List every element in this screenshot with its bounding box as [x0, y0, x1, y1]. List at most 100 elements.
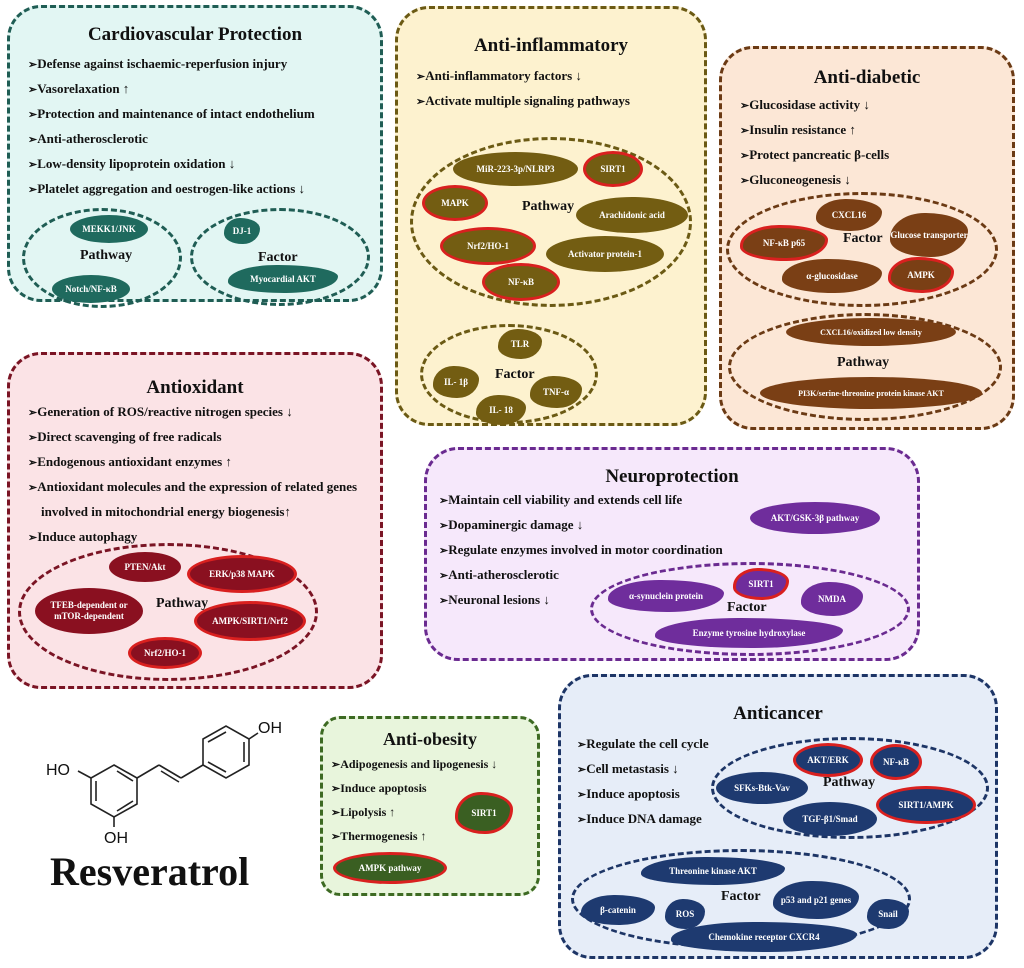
bullet-item: Antioxidant molecules and the expression…	[28, 475, 357, 500]
bullet-item: Glucosidase activity ↓	[740, 93, 889, 118]
factor-node: Myocardial AKT	[228, 265, 338, 293]
oh-label: OH	[258, 720, 282, 737]
panel-title: Cardiovascular Protection	[87, 24, 303, 45]
pathway-node: NF-κB	[870, 744, 922, 780]
pathway-node: CXCL16/oxidized low density	[786, 318, 956, 346]
pathway-node: Nrf2/HO-1	[440, 227, 536, 265]
obesity-node: SIRT1	[455, 792, 513, 834]
pathway-label: Pathway	[837, 355, 890, 370]
pathway-group	[711, 737, 989, 839]
pathway-group	[728, 313, 1002, 421]
factor-node: α-synuclein protein	[608, 580, 724, 612]
pathway-node: Activator protein-1	[546, 236, 664, 272]
pathway-node: ERK/p38 MAPK	[187, 555, 297, 593]
bullet-item: Activate multiple signaling pathways	[416, 89, 630, 114]
bullet-item: Anti-atherosclerotic	[28, 127, 315, 152]
factor-node: Threonine kinase AKT	[641, 857, 785, 885]
factor-label: Factor	[721, 889, 761, 904]
pathway-group	[18, 543, 318, 681]
pathway-node: SFKs-Btk-Vav	[716, 772, 808, 804]
factor-node: TNF-α	[530, 376, 582, 408]
pathway-node: SIRT1	[583, 151, 643, 187]
bullet-list: Glucosidase activity ↓ Insulin resistanc…	[740, 93, 889, 193]
pathway-node: AKT/ERK	[793, 743, 863, 777]
factor-label: Factor	[727, 600, 767, 615]
panel-title: Neuroprotection	[605, 466, 739, 487]
bullet-item: Adipogenesis and lipogenesis ↓	[331, 753, 497, 777]
bullet-item: Anti-atherosclerotic	[439, 563, 723, 588]
bullet-item: Induce autophagy	[28, 525, 357, 550]
panel-title: Anti-obesity	[383, 729, 477, 749]
bullet-item: Maintain cell viability and extends cell…	[439, 488, 723, 513]
bullet-item: Induce DNA damage	[577, 807, 709, 832]
bullet-item: Insulin resistance ↑	[740, 118, 889, 143]
bullet-list: Adipogenesis and lipogenesis ↓ Induce ap…	[331, 753, 497, 849]
pathway-node: TGF-β1/Smad	[783, 802, 877, 836]
panel-title: Anti-diabetic	[813, 67, 921, 88]
bullet-item: Low-density lipoprotein oxidation ↓	[28, 152, 315, 177]
pathway-node: PTEN/Akt	[109, 552, 181, 582]
factor-label: Factor	[843, 231, 883, 246]
bullet-item: Direct scavenging of free radicals	[28, 425, 357, 450]
bullet-list: Maintain cell viability and extends cell…	[439, 488, 723, 613]
pathway-node: NF-κB	[482, 263, 560, 301]
factor-node: TLR	[498, 329, 542, 359]
factor-label: Factor	[258, 250, 298, 265]
factor-node: SIRT1	[733, 568, 789, 600]
factor-node: IL- 1β	[433, 366, 479, 398]
pathway-label: Pathway	[823, 775, 876, 790]
bullet-item: Gluconeogenesis ↓	[740, 168, 889, 193]
factor-node: CXCL16	[816, 199, 882, 231]
panel-neuroprotection: Neuroprotection Maintain cell viability …	[424, 447, 920, 661]
pathway-node: MEKK1/JNK	[70, 215, 148, 243]
resveratrol-structure: HO OH OH	[44, 715, 284, 847]
pathway-group	[22, 208, 182, 308]
pathway-node: SIRT1/AMPK	[876, 786, 976, 824]
pathway-node: Nrf2/HO-1	[128, 637, 202, 669]
bullet-item: Endogenous antioxidant enzymes ↑	[28, 450, 357, 475]
panel-antioxidant: Antioxidant Generation of ROS/reactive n…	[7, 352, 383, 689]
factor-node: AMPK	[888, 257, 954, 293]
bullet-item: Cell metastasis ↓	[577, 757, 709, 782]
pathway-label: Pathway	[80, 248, 133, 263]
pathway-node: AKT/GSK-3β pathway	[750, 502, 880, 534]
bullet-item: Thermogenesis ↑	[331, 825, 497, 849]
pathway-node: TFEB-dependent or mTOR-dependent	[35, 588, 143, 634]
pathway-node: PI3K/serine-threonine protein kinase AKT	[760, 377, 982, 409]
bullet-item: Vasorelaxation ↑	[28, 77, 315, 102]
pathway-label: Pathway	[156, 596, 209, 611]
factor-node: DJ-1	[224, 218, 260, 244]
bullet-item: Regulate enzymes involved in motor coord…	[439, 538, 723, 563]
bullet-item: Neuronal lesions ↓	[439, 588, 723, 613]
panel-anti-inflammatory: Anti-inflammatory Anti-inflammatory fact…	[395, 6, 707, 426]
pathway-node: MAPK	[422, 185, 488, 221]
bullet-list: Generation of ROS/reactive nitrogen spec…	[28, 400, 357, 550]
pathway-label: Pathway	[522, 199, 575, 214]
panel-anti-obesity: Anti-obesity Adipogenesis and lipogenesi…	[320, 716, 540, 896]
pathway-node: Arachidonic acid	[576, 197, 688, 233]
factor-node: p53 and p21 genes	[773, 881, 859, 919]
factor-node: Enzyme tyrosine hydroxylase	[655, 618, 843, 648]
factor-node: Snail	[867, 899, 909, 929]
bullet-item: Protection and maintenance of intact end…	[28, 102, 314, 127]
factor-group	[726, 192, 998, 307]
bullet-item: Defense against ischaemic-reperfusion in…	[28, 52, 315, 77]
pathway-node: AMPK/SIRT1/Nrf2	[194, 601, 306, 641]
bullet-item: Protect pancreatic β-cells	[740, 143, 889, 168]
compound-name: Resveratrol	[50, 849, 250, 894]
factor-node: Chemokine receptor CXCR4	[671, 922, 857, 952]
bullet-item: Platelet aggregation and oestrogen-like …	[28, 177, 315, 202]
oh-label: HO	[46, 762, 70, 779]
panel-anti-diabetic: Anti-diabetic Glucosidase activity ↓ Ins…	[719, 46, 1015, 430]
factor-node: NF-κB p65	[740, 225, 828, 261]
factor-node: Glucose transporter	[890, 213, 968, 257]
pathway-group	[410, 137, 692, 307]
bullet-item: Regulate the cell cycle	[577, 732, 708, 757]
pathway-node: Notch/NF-κB	[52, 275, 130, 303]
chemical-structure-icon: HO OH OH	[46, 720, 282, 847]
panel-cardiovascular-protection: Cardiovascular Protection Defense agains…	[7, 5, 383, 308]
bullet-list: Regulate the cell cycle Cell metastasis …	[577, 732, 709, 832]
bullet-list: Defense against ischaemic-reperfusion in…	[28, 52, 315, 202]
bullet-item: Anti-inflammatory factors ↓	[416, 64, 630, 89]
oh-label: OH	[104, 830, 128, 845]
